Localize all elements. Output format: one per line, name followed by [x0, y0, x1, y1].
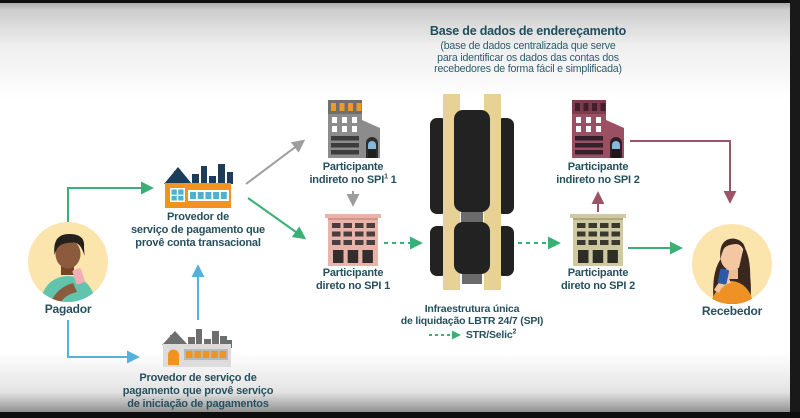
addressing-database-subtitle: (base de dados centralizada que serve pa… — [368, 40, 688, 76]
arrow-payer-to-psp-initiation — [67, 320, 140, 364]
indirect1-line2-text: indireto no SPI — [309, 174, 385, 186]
indirect1-line1: Participante — [322, 161, 384, 173]
payer-avatar-icon — [28, 222, 108, 302]
infrastructure-line1: Infraestrutura única — [424, 303, 520, 315]
indirect2-line1: Participante — [567, 161, 629, 173]
indirect1-footnote-sup: 1 — [384, 173, 388, 181]
str-selic-legend: STR/Selic2 — [382, 329, 562, 341]
str-selic-footnote-sup: 2 — [512, 328, 517, 336]
direct1-building-icon — [325, 214, 381, 266]
direct2-line1: Participante — [567, 267, 629, 279]
direct2-line2: direto no SPI 2 — [560, 280, 635, 292]
psp-account-building-icon — [164, 164, 233, 208]
direct1-label: Participante direto no SPI 1 — [293, 267, 413, 293]
infrastructure-label: Infraestrutura única de liquidação LBTR … — [382, 303, 562, 341]
indirect2-building-icon — [572, 100, 624, 158]
indirect1-building-icon — [328, 100, 380, 158]
direct1-line1: Participante — [322, 267, 384, 279]
dashed-arrow-legend-icon — [428, 330, 461, 340]
indirect1-line2-suffix: 1 — [387, 174, 397, 186]
psp-initiation-label: Provedor de serviço de pagamento que pro… — [103, 372, 293, 411]
payer-label: Pagador — [44, 302, 92, 316]
indirect2-label: Participante indireto no SPI 2 — [538, 161, 658, 187]
psp-initiation-line3: de iniciação de pagamentos — [127, 398, 269, 410]
str-selic-label: STR/Selic — [465, 329, 513, 341]
top-letterbox-bar — [0, 0, 800, 3]
psp-account-label: Provedor de serviço de pagamento que pro… — [113, 211, 283, 250]
receiver-avatar-icon — [692, 224, 772, 304]
direct2-label: Participante direto no SPI 2 — [538, 267, 658, 293]
addressing-database-title: Base de dados de endereçamento — [429, 24, 627, 38]
psp-initiation-line2: pagamento que provê serviço — [122, 385, 274, 397]
infrastructure-highway-icon — [430, 94, 514, 290]
psp-account-line2: serviço de pagamento que — [131, 224, 265, 236]
subtitle-line-3: recebedores de forma fácil e simplificad… — [434, 63, 622, 76]
indirect2-line2: indireto no SPI 2 — [556, 174, 640, 186]
subtitle-line-2: para identificar os dados das contas dos — [437, 51, 619, 64]
psp-initiation-building-icon — [162, 329, 232, 367]
subtitle-line-1: (base de dados centralizada que serve — [440, 40, 616, 52]
bottom-letterbox-bar — [0, 412, 800, 418]
psp-initiation-line1: Provedor de serviço de — [139, 372, 257, 384]
str-selic-text: STR/Selic2 — [465, 328, 517, 342]
indirect1-line2: indireto no SPI1 1 — [293, 173, 413, 187]
indirect1-label: Participante indireto no SPI1 1 — [293, 161, 413, 187]
receiver-label: Recebedor — [701, 304, 763, 318]
direct1-line2: direto no SPI 1 — [315, 280, 390, 292]
infrastructure-line2: de liquidação LBTR 24/7 (SPI) — [400, 315, 544, 327]
direct2-building-icon — [570, 214, 626, 266]
psp-account-line3: provê conta transacional — [135, 237, 261, 249]
psp-account-line1: Provedor de — [167, 211, 229, 223]
right-edge-bar — [790, 0, 800, 418]
